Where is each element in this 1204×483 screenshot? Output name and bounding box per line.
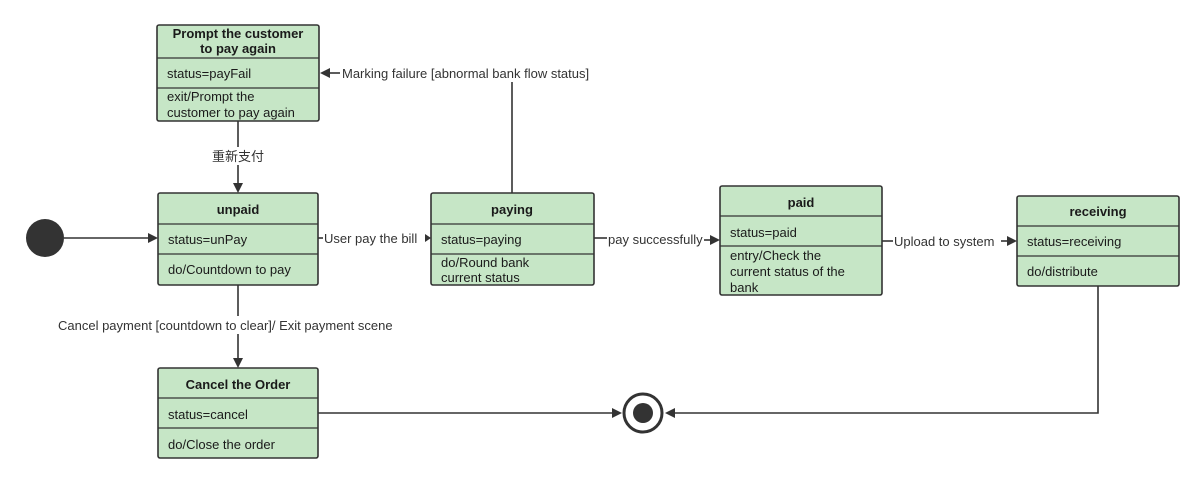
arrowhead — [612, 408, 622, 418]
state-action: bank — [730, 280, 759, 295]
state-title: paid — [788, 195, 815, 210]
state-unpaid[interactable]: unpaid status=unPay do/Countdown to pay — [157, 192, 319, 286]
edge-receiving-to-final — [674, 286, 1099, 414]
state-paid[interactable]: paid status=paid entry/Check the current… — [719, 185, 883, 296]
state-title: paying — [491, 202, 533, 217]
state-status: status=payFail — [167, 66, 251, 81]
state-action: current status — [441, 270, 520, 285]
final-state — [622, 392, 664, 434]
arrowhead — [1007, 236, 1017, 246]
state-status: status=receiving — [1027, 234, 1121, 249]
arrowhead — [665, 408, 675, 418]
arrowhead — [233, 358, 243, 368]
transition-labels: Marking failure [abnormal bank flow stat… — [55, 64, 994, 334]
state-title: Prompt the customer — [173, 26, 304, 41]
label-upload: Upload to system — [894, 234, 994, 249]
state-paying[interactable]: paying status=paying do/Round bank curre… — [430, 192, 595, 286]
state-action: do/Close the order — [168, 437, 276, 452]
state-action: do/distribute — [1027, 264, 1098, 279]
state-receiving[interactable]: receiving status=receiving do/distribute — [1016, 195, 1180, 287]
label-marking-failure: Marking failure [abnormal bank flow stat… — [342, 66, 589, 81]
state-status: status=unPay — [168, 232, 248, 247]
state-cancel[interactable]: Cancel the Order status=cancel do/Close … — [157, 367, 319, 459]
state-action: exit/Prompt the — [167, 89, 254, 104]
state-prompt[interactable]: Prompt the customer to pay again status=… — [156, 24, 320, 122]
arrowhead — [320, 68, 330, 78]
state-action: customer to pay again — [167, 105, 295, 120]
state-status: status=paid — [730, 225, 797, 240]
arrowhead — [233, 183, 243, 193]
state-action: do/Round bank — [441, 255, 530, 270]
label-cancel-payment: Cancel payment [countdown to clear]/ Exi… — [58, 318, 393, 333]
state-title: receiving — [1069, 204, 1126, 219]
state-action: entry/Check the — [730, 248, 821, 263]
arrowhead — [148, 233, 158, 243]
arrowhead — [425, 234, 431, 242]
state-title: Cancel the Order — [186, 377, 291, 392]
initial-state — [26, 219, 64, 257]
state-action: do/Countdown to pay — [168, 262, 291, 277]
label-user-pay: User pay the bill — [324, 231, 417, 246]
label-pay-success: pay successfully — [608, 232, 703, 247]
state-action: current status of the — [730, 264, 845, 279]
state-title: to pay again — [200, 41, 276, 56]
state-title: unpaid — [217, 202, 260, 217]
label-repay: 重新支付 — [212, 149, 264, 164]
state-status: status=cancel — [168, 407, 248, 422]
arrowhead — [710, 235, 720, 245]
state-status: status=paying — [441, 232, 522, 247]
